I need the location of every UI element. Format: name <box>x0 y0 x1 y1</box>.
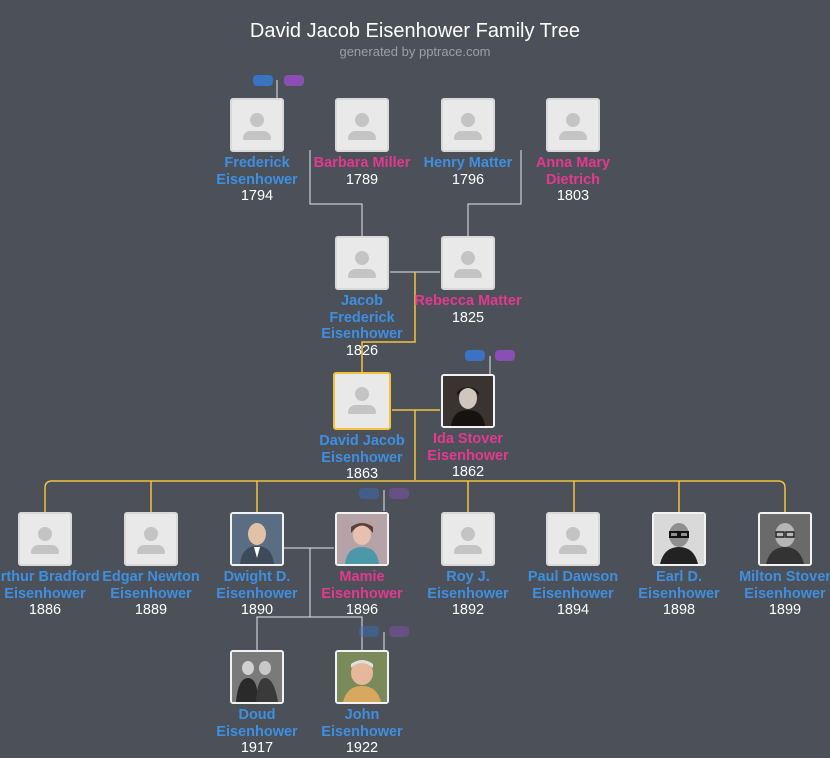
person-name: Edgar Newton Eisenhower <box>102 569 200 602</box>
person-card-doud[interactable]: Doud Eisenhower 1917 <box>202 650 312 756</box>
person-card-edgar[interactable]: Edgar Newton Eisenhower 1889 <box>96 512 206 618</box>
person-card-john[interactable]: John Eisenhower 1922 <box>307 650 417 756</box>
person-year: 1789 <box>345 171 379 188</box>
female-spouse-pill[interactable] <box>389 488 409 499</box>
person-name: John Eisenhower <box>321 707 403 740</box>
avatar-placeholder-icon <box>546 98 600 152</box>
person-year: 1898 <box>662 602 696 618</box>
person-name: Paul Dawson Eisenhower <box>527 569 619 602</box>
page-subtitle: generated by pptrace.com <box>339 44 491 59</box>
avatar-placeholder-icon <box>546 512 600 566</box>
avatar-placeholder-icon <box>335 98 389 152</box>
portrait-woman-icon <box>337 514 387 564</box>
portrait-photo-icon <box>230 650 284 704</box>
portrait-man-icon <box>232 514 282 564</box>
person-card-jacob[interactable]: Jacob Frederick Eisenhower 1826 <box>307 236 417 359</box>
person-name: Henry Matter <box>423 155 513 171</box>
person-year: 1889 <box>134 602 168 618</box>
person-name: Mamie Eisenhower <box>321 569 403 602</box>
person-year: 1890 <box>240 602 274 618</box>
person-year: 1917 <box>240 740 274 756</box>
portrait-photo-icon <box>441 374 495 428</box>
connector-line <box>256 548 311 650</box>
person-card-arthur[interactable]: Arthur Bradford Eisenhower 1886 <box>0 512 100 618</box>
avatar-placeholder-icon <box>333 372 391 430</box>
connector-line <box>467 150 522 236</box>
avatar-placeholder-icon <box>441 236 495 290</box>
portrait-man-icon <box>760 514 810 564</box>
portrait-man-icon <box>654 514 704 564</box>
person-name: Ida Stover Eisenhower <box>427 431 509 464</box>
person-year: 1886 <box>28 602 62 618</box>
avatar-placeholder-icon <box>18 512 72 566</box>
female-spouse-pill[interactable] <box>495 350 515 361</box>
person-card-roy[interactable]: Roy J. Eisenhower 1892 <box>413 512 523 618</box>
portrait-man-icon <box>337 652 387 702</box>
portrait-photo-icon <box>335 650 389 704</box>
person-card-anna[interactable]: Anna Mary Dietrich 1803 <box>518 98 628 204</box>
portrait-photo-icon <box>758 512 812 566</box>
person-card-mamie[interactable]: Mamie Eisenhower 1896 <box>307 512 417 618</box>
avatar-placeholder-icon <box>335 236 389 290</box>
person-year: 1892 <box>451 602 485 618</box>
avatar-placeholder-icon <box>230 98 284 152</box>
person-name: Rebecca Matter <box>414 293 522 309</box>
person-card-rebecca[interactable]: Rebecca Matter 1825 <box>413 236 523 326</box>
connector-line <box>309 150 363 236</box>
female-spouse-pill[interactable] <box>389 626 409 637</box>
connector-line <box>44 480 786 512</box>
person-year: 1894 <box>556 602 590 618</box>
person-name: Frederick Eisenhower <box>216 155 298 188</box>
person-name: Earl D. Eisenhower <box>638 569 720 602</box>
person-card-dwight[interactable]: Dwight D. Eisenhower 1890 <box>202 512 312 618</box>
person-name: Anna Mary Dietrich <box>535 155 611 188</box>
person-year: 1826 <box>345 342 379 359</box>
person-year: 1899 <box>768 602 802 618</box>
person-year: 1896 <box>345 602 379 618</box>
portrait-photo-icon <box>335 512 389 566</box>
person-name: Arthur Bradford Eisenhower <box>0 569 100 602</box>
male-spouse-pill[interactable] <box>465 350 485 361</box>
portrait-woman-icon <box>443 376 493 426</box>
person-year: 1863 <box>345 466 379 482</box>
portrait-photo-icon <box>652 512 706 566</box>
female-spouse-pill[interactable] <box>284 75 304 86</box>
person-card-david[interactable]: David Jacob Eisenhower 1863 <box>307 372 417 482</box>
person-card-henry[interactable]: Henry Matter 1796 <box>413 98 523 188</box>
male-spouse-pill[interactable] <box>359 626 379 637</box>
person-year: 1796 <box>451 171 485 188</box>
person-card-earl[interactable]: Earl D. Eisenhower 1898 <box>624 512 734 618</box>
avatar-placeholder-icon <box>441 512 495 566</box>
person-name: Roy J. Eisenhower <box>427 569 509 602</box>
avatar-placeholder-icon <box>441 98 495 152</box>
male-spouse-pill[interactable] <box>359 488 379 499</box>
avatar-placeholder-icon <box>124 512 178 566</box>
connector-line <box>361 272 416 372</box>
portrait-photo-icon <box>230 512 284 566</box>
person-card-paul[interactable]: Paul Dawson Eisenhower 1894 <box>518 512 628 618</box>
male-spouse-pill[interactable] <box>253 75 273 86</box>
person-card-frederick[interactable]: Frederick Eisenhower 1794 <box>202 98 312 204</box>
person-year: 1794 <box>240 188 274 204</box>
person-year: 1922 <box>345 740 379 756</box>
person-card-barbara[interactable]: Barbara Miller 1789 <box>307 98 417 188</box>
person-name: Doud Eisenhower <box>216 707 298 740</box>
person-card-ida[interactable]: Ida Stover Eisenhower 1862 <box>413 374 523 480</box>
connector-line <box>310 616 363 650</box>
person-name: Jacob Frederick Eisenhower <box>321 293 403 342</box>
person-year: 1862 <box>451 464 485 480</box>
person-card-milton[interactable]: Milton Stover Eisenhower 1899 <box>730 512 830 618</box>
person-year: 1825 <box>451 309 485 326</box>
person-name: Milton Stover Eisenhower <box>739 569 830 602</box>
person-year: 1803 <box>556 188 590 204</box>
page-title: David Jacob Eisenhower Family Tree <box>249 20 581 42</box>
portrait-group-icon <box>232 652 282 702</box>
person-name: Dwight D. Eisenhower <box>216 569 298 602</box>
person-name: David Jacob Eisenhower <box>319 433 405 466</box>
person-name: Barbara Miller <box>313 155 411 171</box>
